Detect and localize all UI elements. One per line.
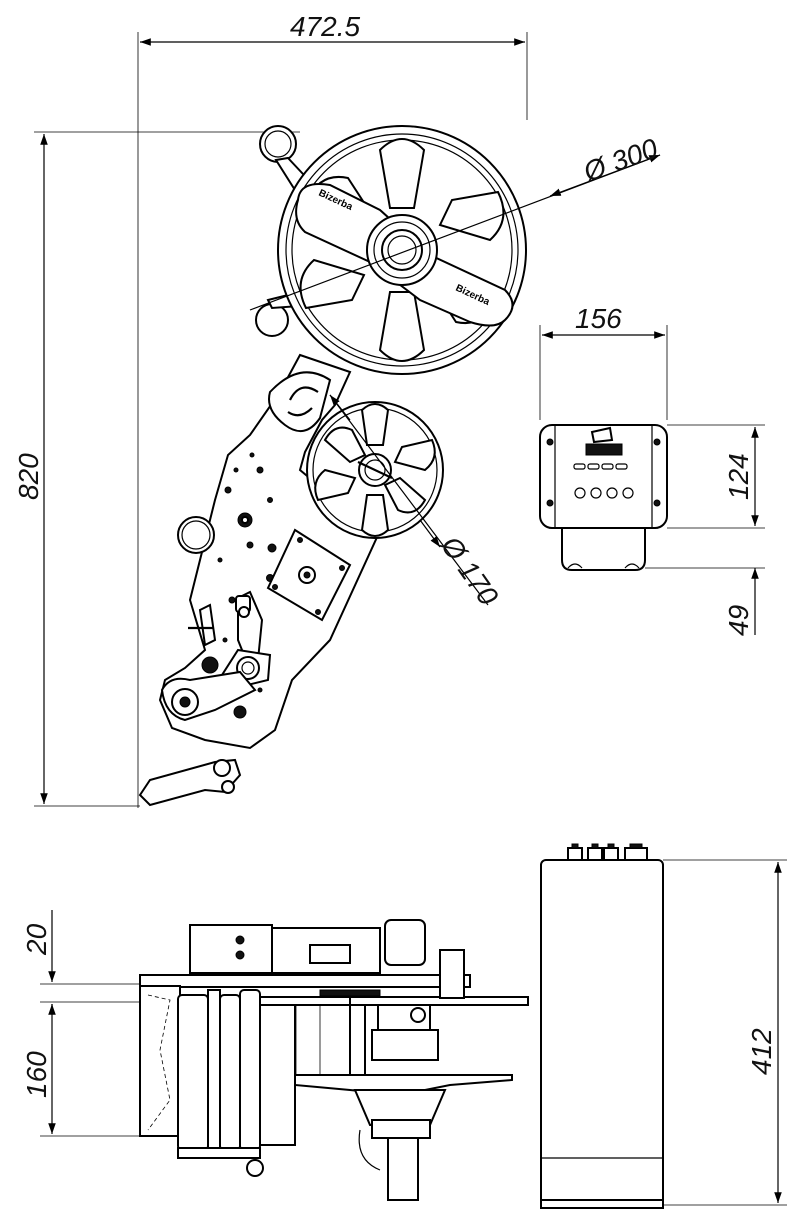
large-reel: Bizerba Bizerba xyxy=(277,125,527,375)
peel-plate xyxy=(138,758,242,807)
dim-label-offset: 20 xyxy=(21,910,200,1010)
upper-guide xyxy=(268,371,332,433)
dim-overall-height-text: 820 xyxy=(13,453,44,500)
dim-controller-width-text: 156 xyxy=(575,303,622,334)
dim-controller-height-text: 124 xyxy=(723,453,754,500)
applicator-top-view: 20 160 xyxy=(21,910,529,1201)
controller-connectors xyxy=(567,843,648,861)
dim-large-reel-diameter-text: Ø 300 xyxy=(579,132,663,188)
controller-side-housing xyxy=(540,859,664,1206)
dim-label-width-text: 160 xyxy=(21,1051,52,1098)
dim-overall-width-text: 472.5 xyxy=(290,11,360,42)
applicator-front-view: 472.5 820 xyxy=(13,11,662,808)
dim-controller-width: 156 xyxy=(539,303,668,420)
dim-controller-height: 124 xyxy=(645,424,765,569)
controller-base xyxy=(561,527,646,571)
controller-front-view: 156 124 xyxy=(539,303,765,636)
knob-mid-left xyxy=(177,516,215,554)
dim-controller-base: 49 xyxy=(723,568,759,636)
controller-side-view: 412 xyxy=(540,843,787,1209)
dim-small-reel-diameter-text: Ø 170 xyxy=(435,530,505,611)
dim-controller-depth-text: 412 xyxy=(746,1028,777,1075)
dim-overall-width: 472.5 xyxy=(137,11,528,808)
dim-label-offset-text: 20 xyxy=(21,923,52,956)
dim-controller-base-text: 49 xyxy=(723,605,754,636)
dim-label-width: 160 xyxy=(21,1004,170,1137)
dim-overall-height: 820 xyxy=(13,131,300,807)
dim-controller-depth: 412 xyxy=(663,859,787,1206)
applicator-plate xyxy=(158,353,380,750)
small-reel xyxy=(306,401,444,539)
lever-mechanism xyxy=(160,590,272,722)
label-roll xyxy=(139,985,181,1137)
controller-display xyxy=(585,443,623,456)
motor-block xyxy=(266,528,352,622)
controller-keys xyxy=(573,463,634,499)
